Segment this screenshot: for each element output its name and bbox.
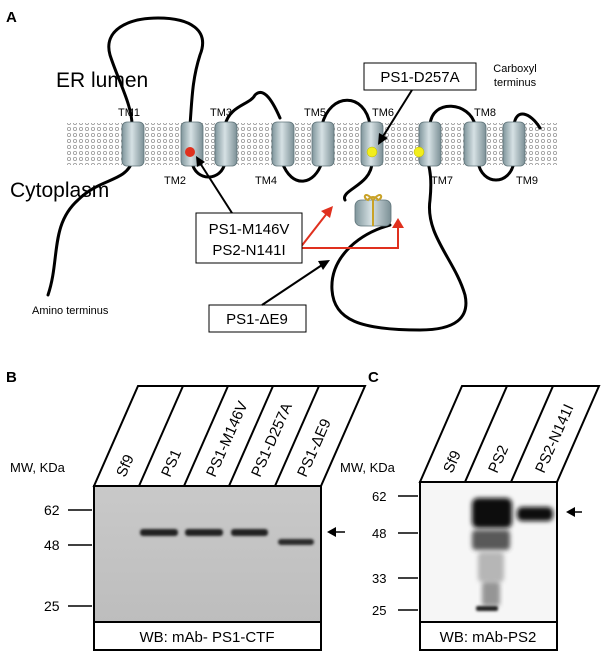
lane-label: Sf9 — [113, 452, 138, 479]
lane-label: PS2 — [485, 443, 512, 476]
callout-de9 — [208, 304, 307, 333]
mutation-dot-m146v — [185, 147, 195, 157]
marker-label: 33 — [372, 571, 386, 586]
marker-label: 48 — [44, 537, 60, 553]
band — [140, 529, 178, 536]
caption-box-c — [419, 621, 558, 651]
helix-tm5 — [311, 121, 335, 167]
callout-de9-text: PS1-ΔE9 — [226, 311, 288, 328]
amino-terminus-label: Amino terminus — [32, 305, 109, 317]
panel-a: A — [6, 9, 559, 333]
tm-label: TM2 — [164, 175, 186, 187]
tm-label: TM5 — [304, 107, 326, 119]
lane-labels-c: Sf9 PS2 PS2-N141I — [440, 402, 577, 476]
tm-label: TM4 — [255, 175, 277, 187]
lane-label: PS1-M146V — [203, 399, 251, 480]
band — [278, 539, 314, 545]
ribbon-bow-icon — [363, 194, 383, 226]
mutation-dot-d257a-tm7 — [413, 146, 425, 158]
carboxyl-label-2: terminus — [494, 77, 537, 89]
lane-label: PS1 — [158, 447, 185, 480]
lane-label: PS1-D257A — [248, 400, 296, 479]
tm-label: TM7 — [431, 175, 453, 187]
marker-label: 25 — [372, 603, 386, 618]
protein-chain — [46, 16, 542, 332]
helix-tm6 — [360, 121, 384, 167]
bands-b — [140, 529, 314, 545]
arrow-m146v — [199, 162, 233, 214]
arrowhead-m146v — [196, 156, 205, 167]
panel-c-letter: C — [368, 369, 379, 386]
helix-tm4 — [271, 121, 295, 167]
arrowhead-de9 — [318, 260, 330, 270]
mw-title-c: MW, KDa — [340, 460, 396, 475]
helix-tm8 — [463, 121, 487, 167]
helix-tm9 — [502, 121, 526, 167]
band-arrowhead-b — [327, 527, 336, 537]
bands-c — [472, 498, 553, 611]
band — [472, 530, 510, 550]
callout-d257a — [363, 62, 477, 91]
caption-c: WB: mAb-PS2 — [440, 629, 537, 646]
tm-label: TM9 — [516, 175, 538, 187]
marker-label: 48 — [372, 526, 386, 541]
marker-label: 62 — [44, 502, 60, 518]
band — [476, 606, 498, 611]
markers-c: 62 48 33 25 — [372, 489, 418, 618]
caption-b: WB: mAb- PS1-CTF — [139, 629, 274, 646]
band — [472, 498, 512, 528]
band — [517, 507, 553, 521]
band-arrowhead-c — [566, 507, 575, 517]
markers-b: 62 48 25 — [44, 502, 92, 614]
marker-label: 62 — [372, 489, 386, 504]
tm-label: TM1 — [118, 107, 140, 119]
helix-tm1 — [121, 121, 145, 167]
panel-c: C Sf9 PS2 PS2-N141I MW, KDa 62 48 — [340, 369, 601, 651]
tm-labels: TM1 TM2 TM3 TM4 TM5 TM6 TM7 TM8 TM9 — [118, 107, 538, 187]
deletion-arrowhead-right — [392, 218, 404, 228]
callout-m146v-text-2: PS2-N141I — [212, 242, 285, 259]
callout-m146v — [195, 212, 303, 264]
arrowhead-d257a — [378, 133, 388, 145]
band-smear — [478, 552, 504, 582]
band — [185, 529, 223, 536]
lane-label: PS2-N141I — [532, 402, 577, 476]
lane-label: Sf9 — [440, 448, 465, 475]
deletion-arrowhead-left — [321, 206, 333, 218]
helix-tm3 — [214, 121, 238, 167]
tm-label: TM8 — [474, 107, 496, 119]
tm-label: TM6 — [372, 107, 394, 119]
blot-b — [93, 485, 322, 623]
panel-b-letter: B — [6, 369, 17, 386]
carboxyl-label-1: Carboxyl — [493, 63, 536, 75]
panel-a-letter: A — [6, 9, 17, 26]
mw-title-b: MW, KDa — [10, 460, 66, 475]
er-lumen-label: ER lumen — [56, 69, 148, 92]
deletion-arrows — [299, 211, 399, 249]
caption-box-b — [93, 621, 322, 651]
arrow-de9 — [261, 264, 323, 306]
panel-b: B Sf9 PS1 PS1-M146V PS1-D257A PS1-ΔE9 MW… — [6, 369, 367, 651]
band-smear — [482, 582, 500, 606]
marker-label: 25 — [44, 598, 60, 614]
helix-tm7 — [418, 121, 442, 167]
callout-d257a-text: PS1-D257A — [380, 69, 459, 86]
callout-m146v-text-1: PS1-M146V — [209, 221, 290, 238]
band — [231, 529, 268, 536]
arrow-d257a — [381, 89, 413, 139]
tm-label: TM3 — [210, 107, 232, 119]
cytoplasm-label: Cytoplasm — [10, 179, 109, 202]
mutation-dot-d257a-tm6 — [366, 146, 378, 158]
